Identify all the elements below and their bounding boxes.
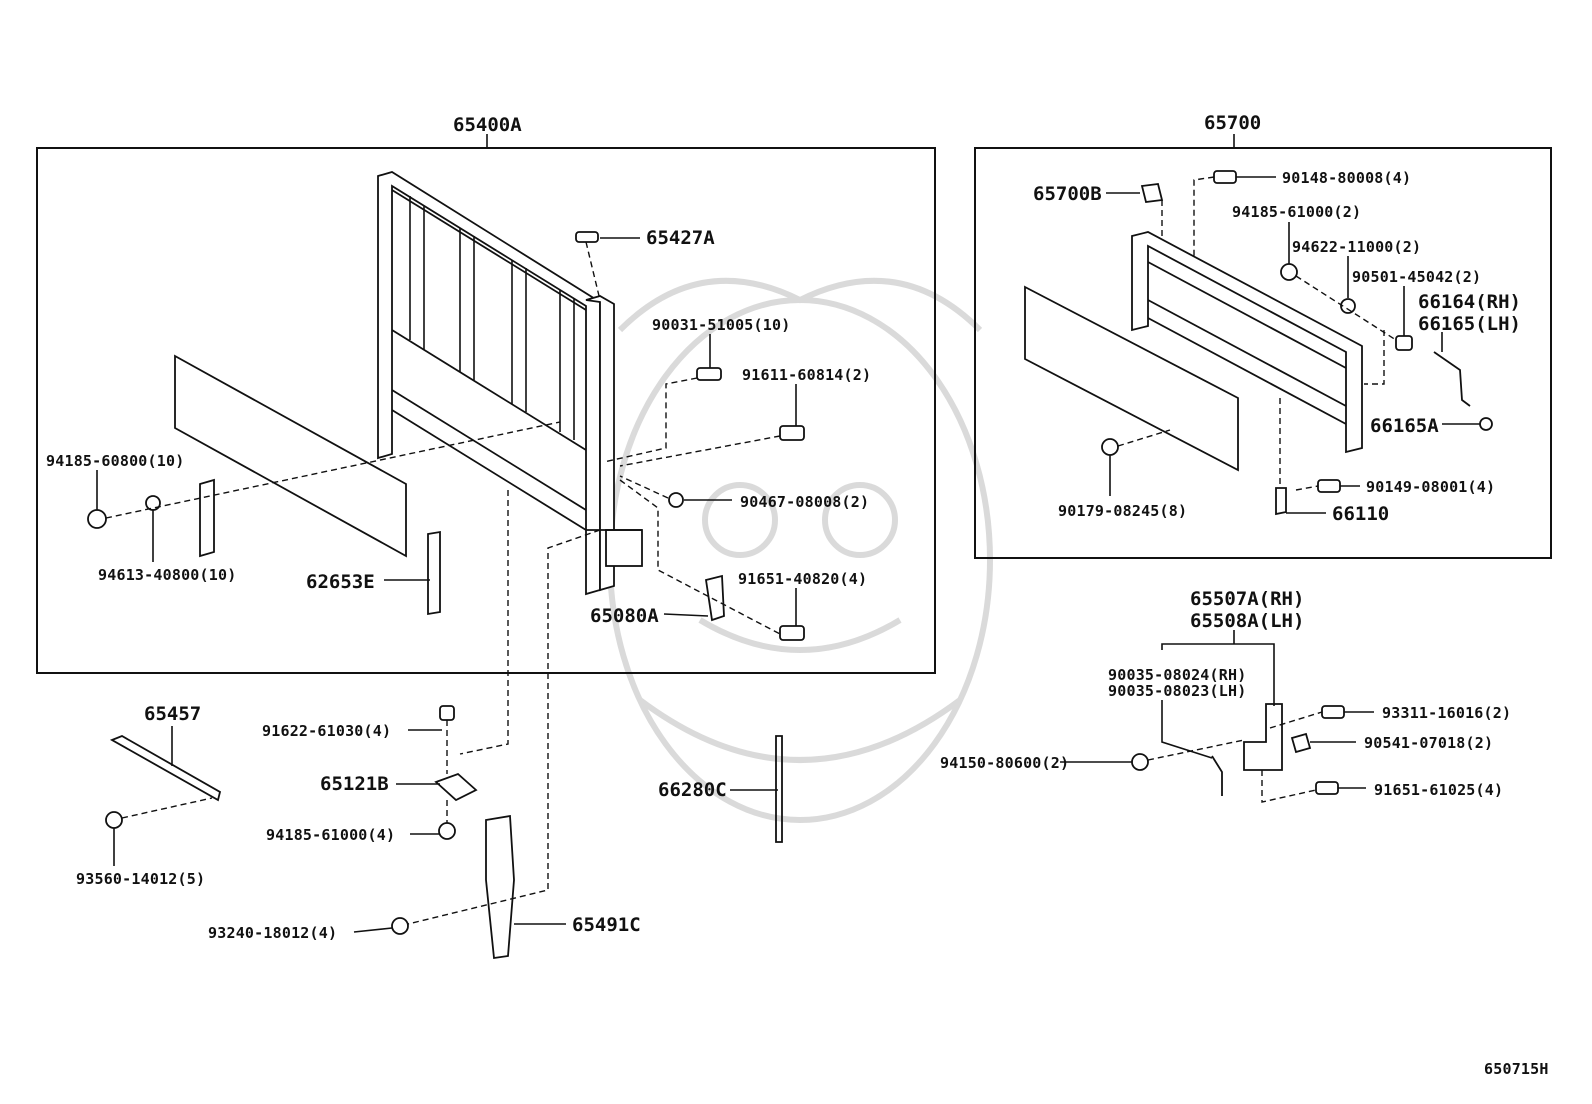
tail-board-panel bbox=[1024, 285, 1239, 472]
bolt-90148 bbox=[1213, 170, 1237, 184]
bolt-90031 bbox=[696, 367, 722, 381]
bracket-65121B bbox=[434, 772, 478, 802]
label-94185-61000-b: 94185-61000(4) bbox=[266, 826, 395, 844]
label-65121B: 65121B bbox=[320, 773, 389, 795]
label-94150-80600: 94150-80600(2) bbox=[940, 754, 1069, 772]
label-66165A: 66165A bbox=[1370, 415, 1439, 437]
bolt-93240 bbox=[391, 917, 409, 935]
label-90501-45042: 90501-45042(2) bbox=[1352, 268, 1481, 286]
label-90035-08024: 90035-08024(RH) bbox=[1108, 666, 1246, 684]
label-65508A: 65508A(LH) bbox=[1190, 610, 1304, 632]
tailgate-frame bbox=[1131, 231, 1363, 454]
stopper-90541 bbox=[1290, 732, 1312, 754]
cap-65427A bbox=[575, 231, 599, 243]
rod-66164-66165 bbox=[1433, 351, 1471, 407]
label-93240-18012: 93240-18012(4) bbox=[208, 924, 337, 942]
label-91651-40820: 91651-40820(4) bbox=[738, 570, 867, 588]
label-65700B: 65700B bbox=[1033, 183, 1102, 205]
label-90148-80008: 90148-80008(4) bbox=[1282, 169, 1411, 187]
bolt-91611 bbox=[779, 425, 805, 441]
label-66280C: 66280C bbox=[658, 779, 727, 801]
bushing-90501 bbox=[1395, 335, 1413, 351]
diagram-id: 650715H bbox=[1484, 1060, 1549, 1078]
hook-66110 bbox=[1275, 487, 1287, 516]
nut-94185-61000-a bbox=[1280, 263, 1298, 281]
strip-rubber bbox=[199, 478, 215, 558]
label-65400A: 65400A bbox=[453, 114, 522, 136]
label-65507A: 65507A(RH) bbox=[1190, 588, 1304, 610]
label-91611-60814: 91611-60814(2) bbox=[742, 366, 871, 384]
strip-62653E bbox=[427, 530, 441, 616]
label-66165: 66165(LH) bbox=[1418, 313, 1521, 335]
bolt-91651-61025 bbox=[1315, 781, 1339, 795]
label-91622-61030: 91622-61030(4) bbox=[262, 722, 391, 740]
label-65491C: 65491C bbox=[572, 914, 641, 936]
leader-lines bbox=[96, 176, 1480, 933]
label-65700: 65700 bbox=[1204, 112, 1261, 134]
assembly-box-65700 bbox=[974, 147, 1552, 559]
pin-66165A bbox=[1479, 417, 1493, 431]
label-94613-40800: 94613-40800(10) bbox=[98, 566, 236, 584]
label-90031-51005: 90031-51005(10) bbox=[652, 316, 790, 334]
label-90541-07018: 90541-07018(2) bbox=[1364, 734, 1493, 752]
rod-66280C bbox=[775, 735, 783, 843]
spring-90035 bbox=[1211, 755, 1223, 796]
label-65427A: 65427A bbox=[646, 227, 715, 249]
bolt-93560 bbox=[105, 811, 123, 829]
label-65080A: 65080A bbox=[590, 605, 659, 627]
label-90149-08001: 90149-08001(4) bbox=[1366, 478, 1495, 496]
hinge-65507A-65508A bbox=[1243, 703, 1283, 771]
label-94185-60800: 94185-60800(10) bbox=[46, 452, 184, 470]
bolt-93311 bbox=[1321, 705, 1345, 719]
label-90035-08023: 90035-08023(LH) bbox=[1108, 682, 1246, 700]
nut-94150 bbox=[1131, 753, 1149, 771]
watermark-emblem bbox=[607, 277, 993, 823]
label-66164: 66164(RH) bbox=[1418, 291, 1521, 313]
label-90179-08245: 90179-08245(8) bbox=[1058, 502, 1187, 520]
label-94185-61000-a: 94185-61000(2) bbox=[1232, 203, 1361, 221]
label-90467-08008: 90467-08008(2) bbox=[740, 493, 869, 511]
side-board-panel bbox=[174, 354, 407, 558]
label-94622-11000: 94622-11000(2) bbox=[1292, 238, 1421, 256]
clip-90467 bbox=[668, 492, 684, 508]
nut-94185-60800 bbox=[87, 509, 107, 529]
label-91651-61025: 91651-61025(4) bbox=[1374, 781, 1503, 799]
washer-94613 bbox=[145, 495, 161, 511]
bolt-90179 bbox=[1101, 438, 1119, 456]
bolt-90149 bbox=[1317, 479, 1341, 493]
label-93311-16016: 93311-16016(2) bbox=[1382, 704, 1511, 722]
assembly-box-65400A bbox=[36, 147, 936, 674]
label-93560-14012: 93560-14012(5) bbox=[76, 870, 205, 888]
plate-65491C bbox=[485, 814, 515, 960]
bolt-91651-40820 bbox=[779, 625, 805, 641]
label-66110: 66110 bbox=[1332, 503, 1389, 525]
label-65457: 65457 bbox=[144, 703, 201, 725]
rail-65457 bbox=[109, 735, 222, 802]
label-62653E: 62653E bbox=[306, 571, 375, 593]
washer-94622 bbox=[1340, 298, 1356, 314]
bolt-91622 bbox=[439, 705, 455, 721]
headboard-frame bbox=[377, 171, 643, 596]
assembly-dashed-lines bbox=[105, 176, 1397, 925]
nut-94185-61000-b bbox=[438, 822, 456, 840]
bracket-65080A bbox=[704, 574, 725, 622]
cap-65700B bbox=[1140, 183, 1164, 203]
